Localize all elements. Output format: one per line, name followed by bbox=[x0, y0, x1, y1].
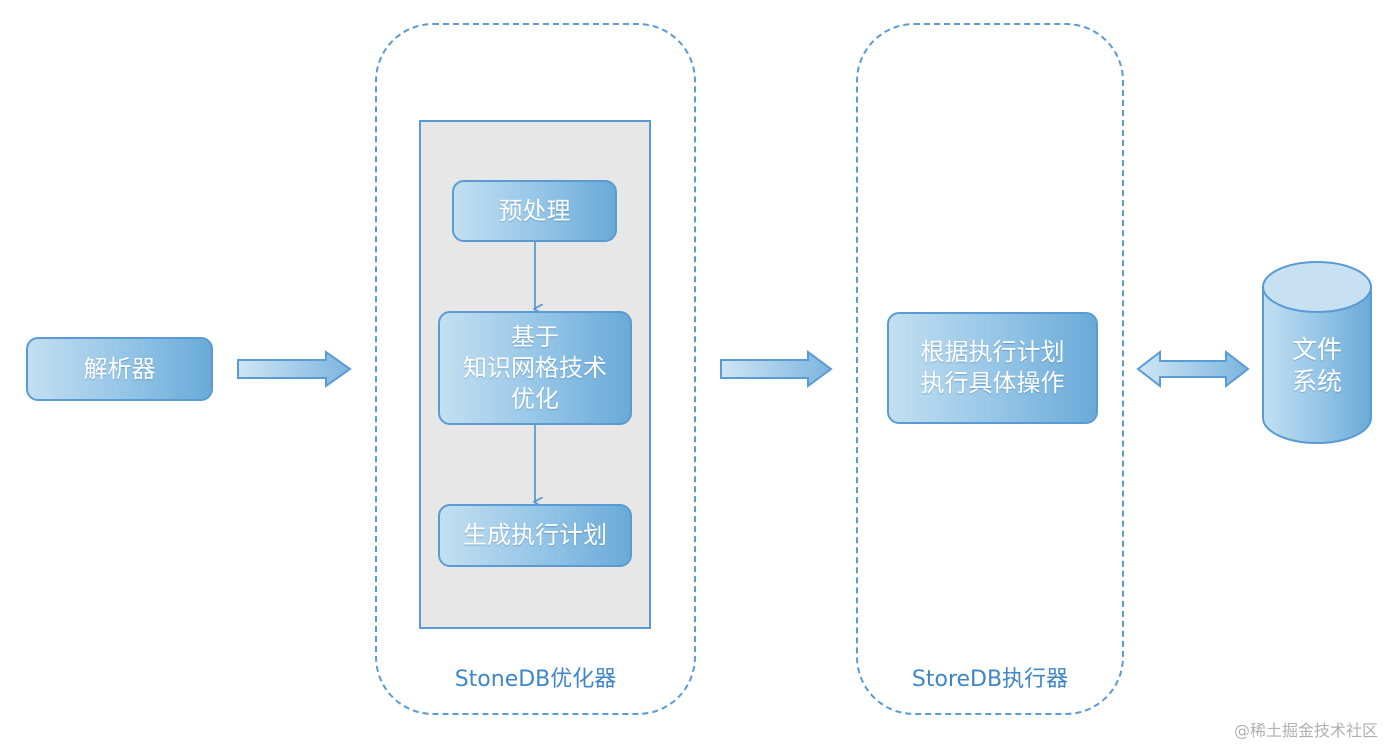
filesystem-cylinder bbox=[1262, 261, 1372, 444]
optimizer-group: StoneDB优化器 bbox=[375, 23, 696, 715]
arrow-executor-filesystem bbox=[1136, 349, 1250, 389]
executor-line-1: 根据执行计划 bbox=[920, 338, 1065, 366]
filesystem-line-2: 系统 bbox=[1291, 367, 1342, 396]
knowledge-grid-node: 基于 知识网格技术 优化 bbox=[438, 311, 632, 425]
knowledge-grid-line-3: 优化 bbox=[511, 384, 559, 413]
watermark: @稀土掘金技术社区 bbox=[1233, 721, 1378, 740]
filesystem-label: 文件 系统 bbox=[1262, 334, 1372, 398]
preprocess-label: 预处理 bbox=[498, 196, 571, 225]
knowledge-grid-line-1: 基于 bbox=[511, 322, 559, 351]
executor-group: StoreDB执行器 bbox=[856, 23, 1124, 715]
executor-group-label: StoreDB执行器 bbox=[911, 667, 1069, 692]
executor-line-2: 执行具体操作 bbox=[920, 369, 1065, 397]
gen-plan-label: 生成执行计划 bbox=[463, 521, 607, 549]
arrow-parser-to-optimizer bbox=[237, 350, 352, 388]
optimizer-group-label: StoneDB优化器 bbox=[454, 667, 617, 692]
executor-node: 根据执行计划 执行具体操作 bbox=[887, 312, 1098, 424]
gen-plan-node: 生成执行计划 bbox=[438, 504, 632, 567]
filesystem-line-1: 文件 bbox=[1291, 335, 1342, 364]
knowledge-grid-line-2: 知识网格技术 bbox=[463, 353, 607, 382]
parser-label: 解析器 bbox=[83, 354, 156, 383]
parser-node: 解析器 bbox=[26, 337, 213, 401]
arrow-optimizer-to-executor bbox=[720, 350, 833, 388]
preprocess-node: 预处理 bbox=[452, 180, 617, 242]
